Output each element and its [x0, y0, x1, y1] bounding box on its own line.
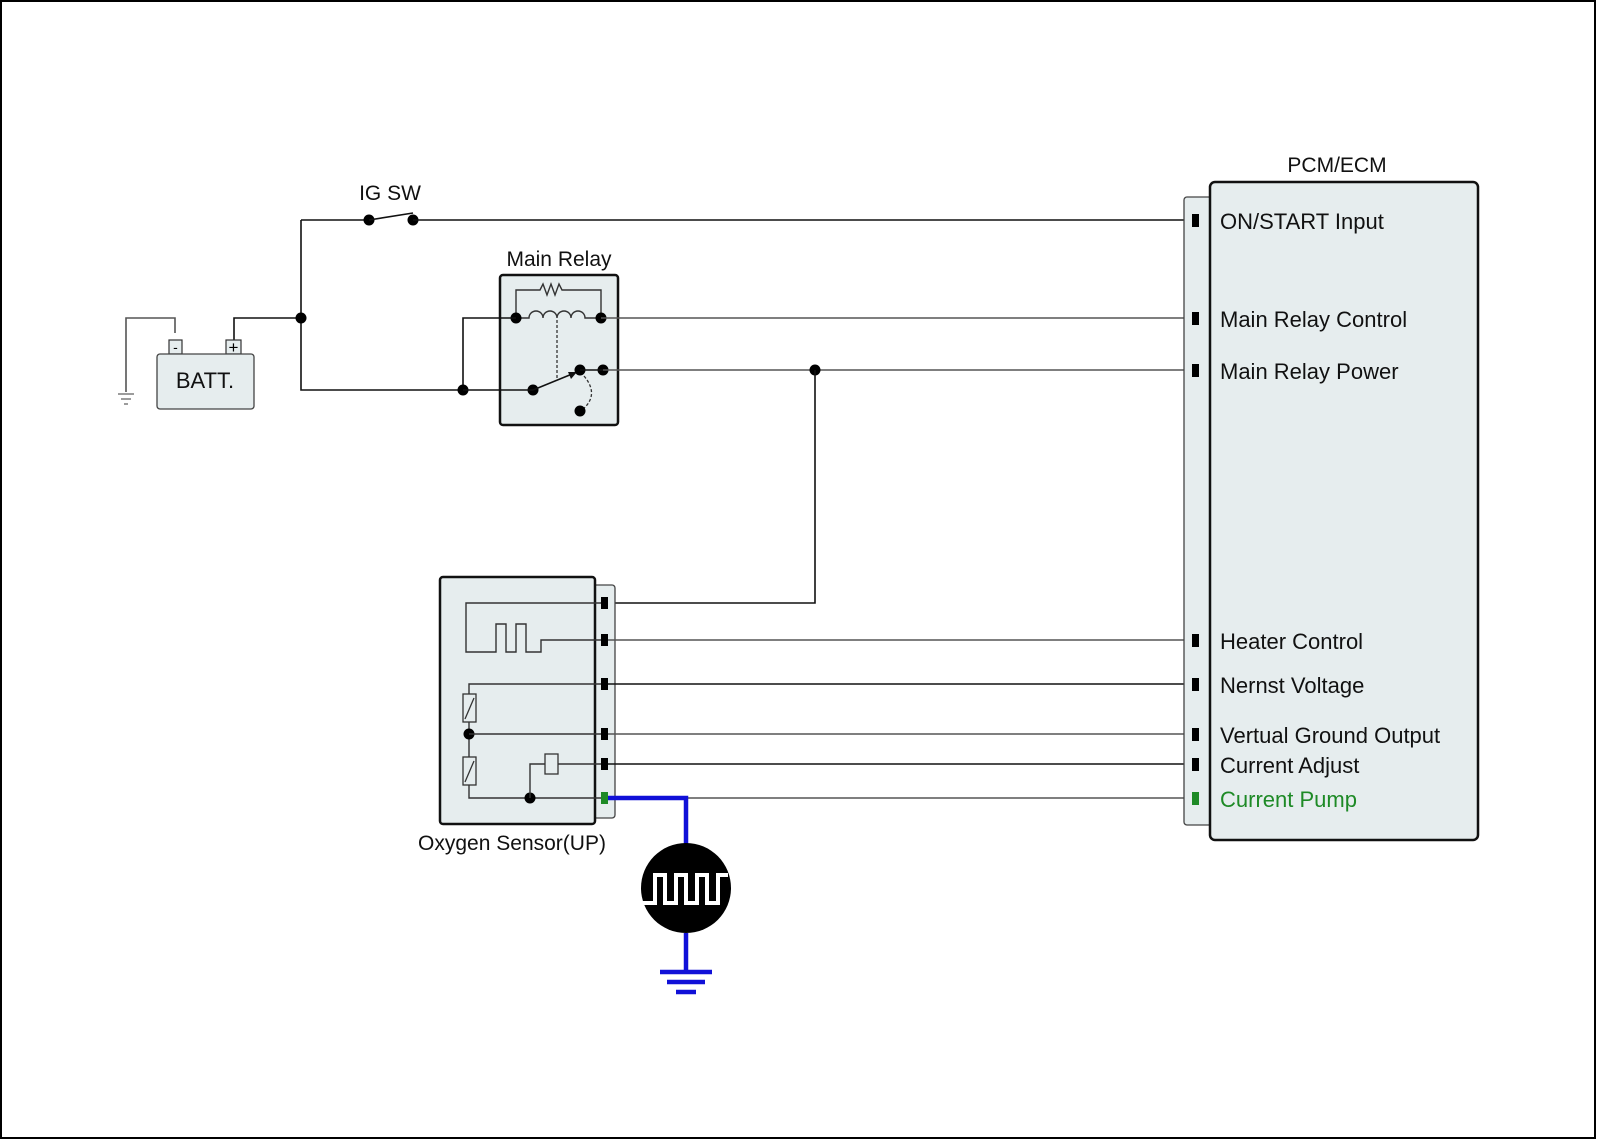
main-relay: Main Relay	[498, 248, 620, 427]
ecm-pin-label-on-start-input: ON/START Input	[1220, 209, 1384, 234]
oxygen-sensor: Oxygen Sensor(UP)	[418, 575, 616, 855]
ecm-pin	[1192, 678, 1199, 691]
ecm-pin	[1192, 634, 1199, 647]
sensor-pin	[601, 597, 608, 609]
junction-dot	[295, 312, 307, 324]
battery-body	[156, 353, 255, 410]
ecm-pin-label-current-pump: Current Pump	[1220, 787, 1357, 812]
battery-negative-label: -	[173, 339, 178, 355]
sensor-pin	[601, 634, 608, 646]
sensor-pin	[601, 728, 608, 740]
battery: - + BATT.	[118, 317, 301, 410]
battery-positive-wire	[233, 317, 301, 340]
sensor-pin	[601, 758, 608, 770]
ecm-pin	[1192, 214, 1199, 227]
oxygen-sensor-label: Oxygen Sensor(UP)	[418, 832, 606, 855]
relay-resistor-icon	[515, 281, 602, 318]
sensor-pin	[601, 678, 608, 690]
ground-icon	[660, 969, 712, 995]
ecm-pin-label-nernst-voltage: Nernst Voltage	[1220, 673, 1364, 698]
ecm-pin-label-current-adjust: Current Adjust	[1220, 753, 1359, 778]
probe-wire	[608, 795, 689, 848]
signal-probe	[608, 795, 731, 995]
ecm-pin	[1192, 728, 1199, 741]
relay-coil-icon	[516, 310, 601, 319]
battery-label: BATT.	[176, 368, 234, 393]
heater-element-icon	[465, 602, 605, 653]
square-wave-signal-icon	[641, 843, 731, 933]
heater-power-wire	[605, 370, 816, 604]
ecm-pin-label-main-relay-control: Main Relay Control	[1220, 307, 1407, 332]
ground-icon	[118, 393, 134, 405]
ecm-pin-label-virtual-ground-output: Vertual Ground Output	[1220, 723, 1440, 748]
ecm-pin-label-main-relay-power: Main Relay Power	[1220, 359, 1399, 384]
ecm-pin-label-heater-control: Heater Control	[1220, 629, 1363, 654]
sensor-pin-current-pump	[601, 792, 608, 804]
ignition-switch: IG SW	[359, 182, 421, 226]
adjust-resistor-icon	[544, 753, 559, 775]
ecm-pin	[1192, 758, 1199, 771]
ecm: PCM/ECM ON/START Input Main Relay Contro…	[1183, 154, 1480, 842]
main-relay-label: Main Relay	[506, 248, 612, 271]
ecm-title: PCM/ECM	[1287, 154, 1386, 177]
ecm-pin	[1192, 364, 1199, 377]
battery-positive-label: +	[229, 338, 239, 357]
ecm-body	[1208, 180, 1480, 842]
relay-coil-feed-wire	[462, 317, 516, 390]
ecm-pin	[1192, 312, 1199, 325]
battery-feed-wire	[300, 220, 463, 391]
ecm-pin-current-pump	[1192, 792, 1199, 805]
battery-ground-wire	[125, 317, 176, 392]
ignition-switch-label: IG SW	[359, 182, 421, 205]
